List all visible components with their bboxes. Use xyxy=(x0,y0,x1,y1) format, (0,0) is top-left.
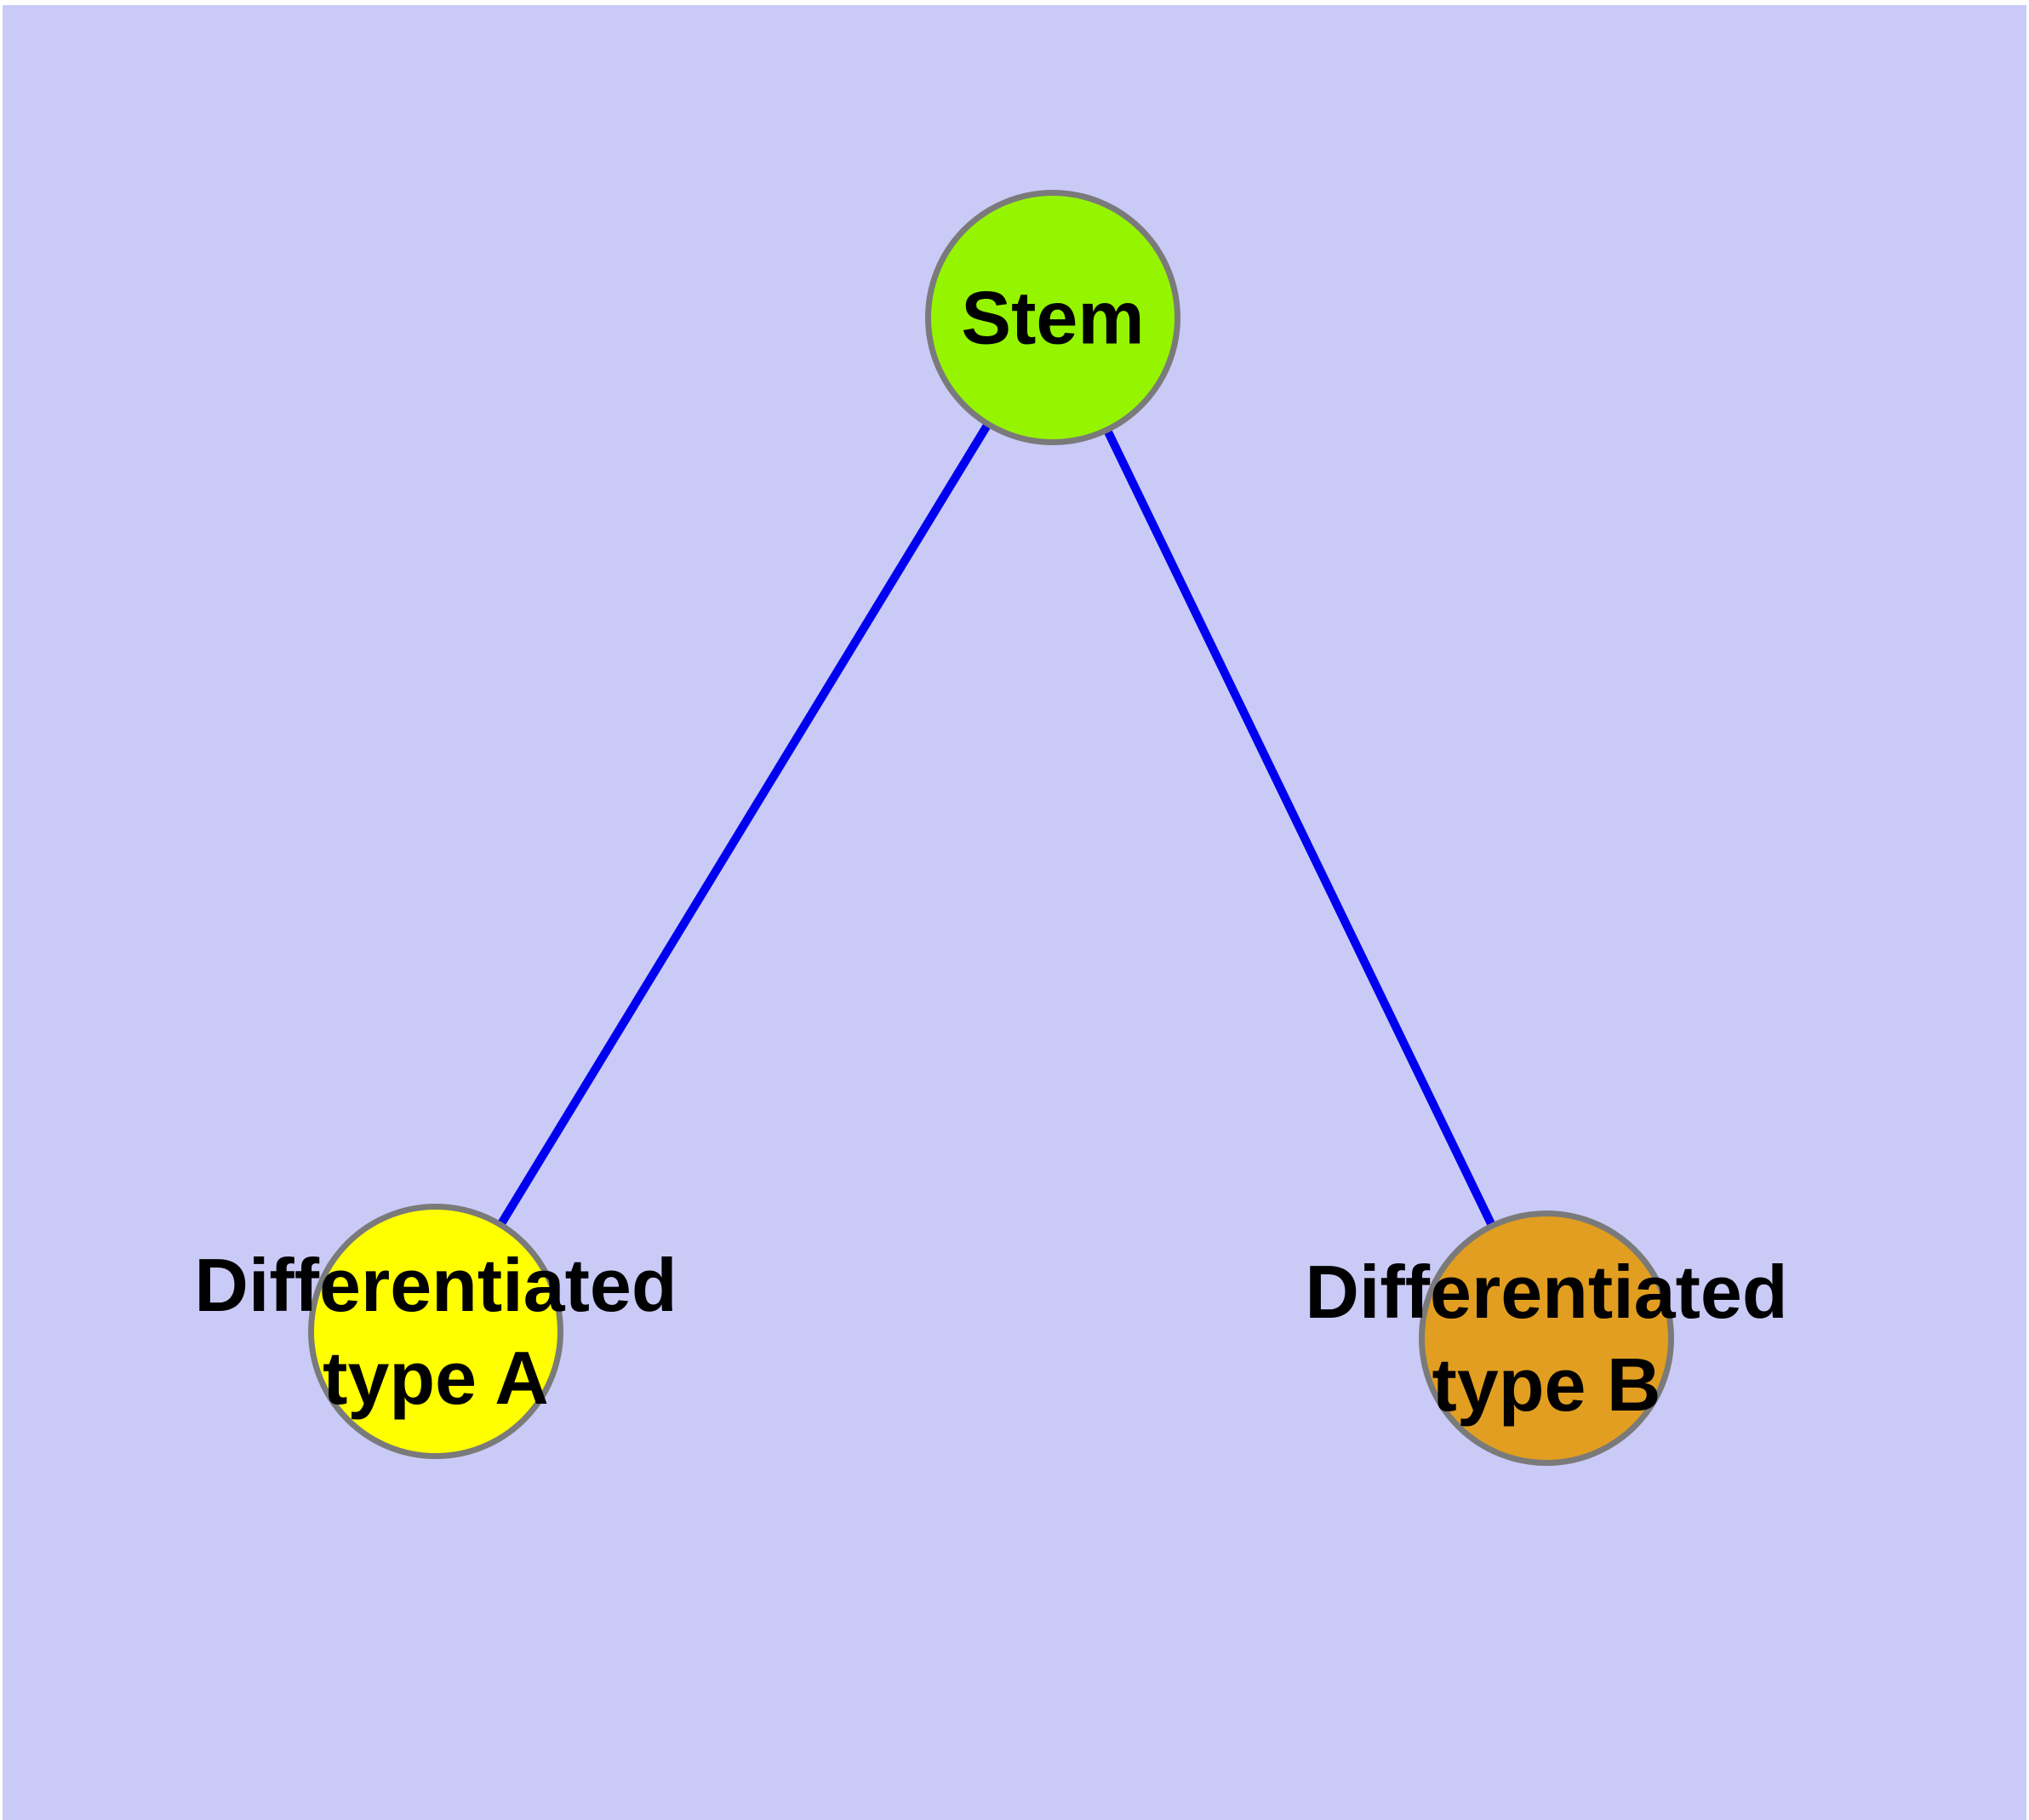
node-stem-label-text: Stem xyxy=(961,275,1145,360)
edge-stem-to-type-a xyxy=(432,315,1057,1334)
node-differentiated-type-b-label-line2: type B xyxy=(1432,1342,1661,1427)
node-differentiated-type-b-label: Differentiated type B xyxy=(1305,1245,1787,1431)
node-differentiated-type-a-label-line2: type A xyxy=(323,1336,549,1420)
node-stem: Stem xyxy=(925,190,1180,445)
node-differentiated-type-b: Differentiated type B xyxy=(1305,1210,1788,1466)
node-differentiated-type-a: Differentiated type A xyxy=(194,1204,677,1459)
node-differentiated-type-a-label-line1: Differentiated xyxy=(194,1242,677,1327)
edge-stem-to-type-b xyxy=(1049,315,1551,1341)
node-differentiated-type-b-label-line1: Differentiated xyxy=(1305,1249,1788,1334)
node-stem-label: Stem xyxy=(961,271,1144,363)
node-differentiated-type-a-label: Differentiated type A xyxy=(194,1239,677,1424)
